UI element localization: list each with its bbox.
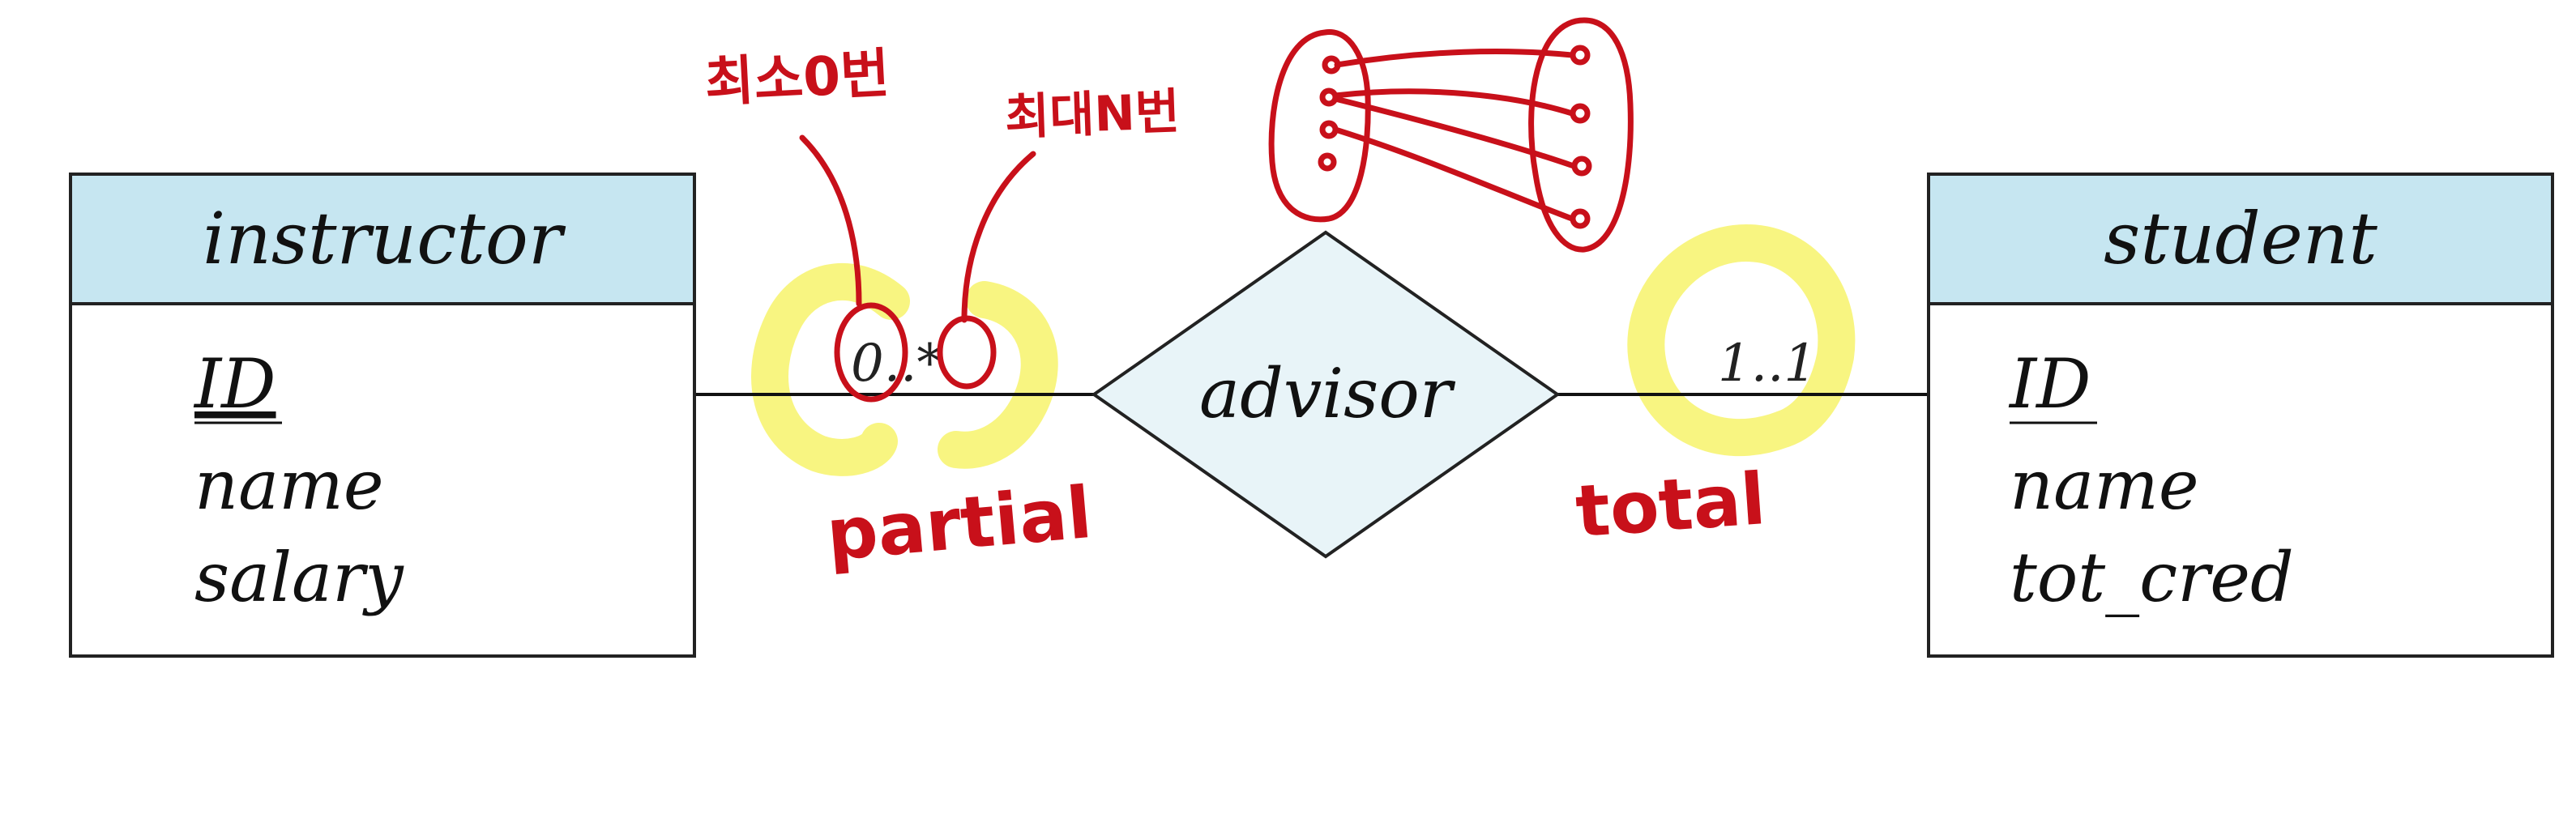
circle-max-mark [937, 315, 997, 390]
entity-student-attr-tot-cred: tot_cred [2010, 538, 2294, 617]
handwritten-annotations [799, 17, 1634, 403]
cardinality-right: 1..1 [1718, 334, 1817, 394]
note-max-n: 최대N번 [1004, 83, 1181, 146]
relationship-label: advisor [1199, 354, 1456, 433]
highlight-right [1627, 224, 1856, 457]
entity-instructor-header [69, 173, 696, 305]
entity-student-header [1927, 173, 2554, 305]
circle-min-mark [834, 302, 908, 403]
label-partial: partial [823, 471, 1095, 577]
entity-instructor-key: ID [193, 344, 276, 424]
note-min-zero: 최소0번 [703, 42, 891, 114]
mapping-sketch [1268, 17, 1634, 253]
entity-student-key: ID [2008, 344, 2091, 424]
entity-instructor-attr-name: name [194, 445, 384, 525]
label-total: total [1573, 457, 1768, 553]
entity-student-title: student [2104, 197, 2377, 280]
entity-student-attr-name: name [2010, 445, 2199, 525]
pointer-max-note [961, 151, 1036, 323]
entity-student[interactable]: student ID name tot_cred [1927, 173, 2554, 658]
entity-instructor[interactable]: instructor ID name salary [69, 173, 696, 658]
entity-instructor-title: instructor [203, 197, 566, 280]
relationship-advisor[interactable]: advisor [1091, 230, 1561, 559]
highlight-left [751, 263, 1058, 476]
entity-instructor-attr-salary: salary [194, 538, 404, 617]
pointer-min-note [799, 134, 862, 307]
